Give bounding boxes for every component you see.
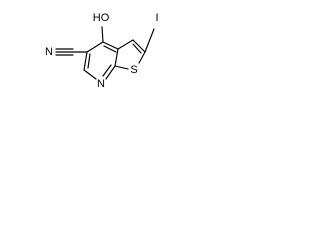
bond-s-c7a — [114, 65, 129, 70]
bond-c5-c4 — [86, 41, 104, 53]
bond-c7a-n7-inner — [102, 64, 112, 77]
bond-c7a-n7 — [105, 65, 116, 80]
bond-c6-c5 — [83, 51, 88, 71]
bond-c3-c2 — [132, 39, 146, 53]
bond-c3a-c3 — [117, 39, 134, 50]
bond-c4-c3a — [102, 41, 119, 50]
bond-c4-c3a-inner — [103, 45, 117, 53]
atom-label-ring-nitrogen: N — [97, 78, 105, 90]
atom-label-nitrile-nitrogen: N — [45, 46, 53, 58]
bond-c2-s — [138, 51, 146, 64]
bond-n7-c6 — [83, 69, 97, 80]
atom-label-hydroxyl: HO — [93, 12, 110, 24]
bond-c6-c5-inner — [87, 53, 91, 69]
bond-c3-c2-inner — [132, 43, 142, 54]
bond-c2-i — [144, 28, 155, 53]
atom-label-sulfur: S — [130, 64, 137, 76]
bond-c4-oh — [101, 26, 104, 43]
bond-c3a-c7a — [114, 48, 119, 67]
atom-label-iodine: I — [155, 12, 158, 24]
molecule-structure: HO I S N N — [45, 12, 159, 90]
